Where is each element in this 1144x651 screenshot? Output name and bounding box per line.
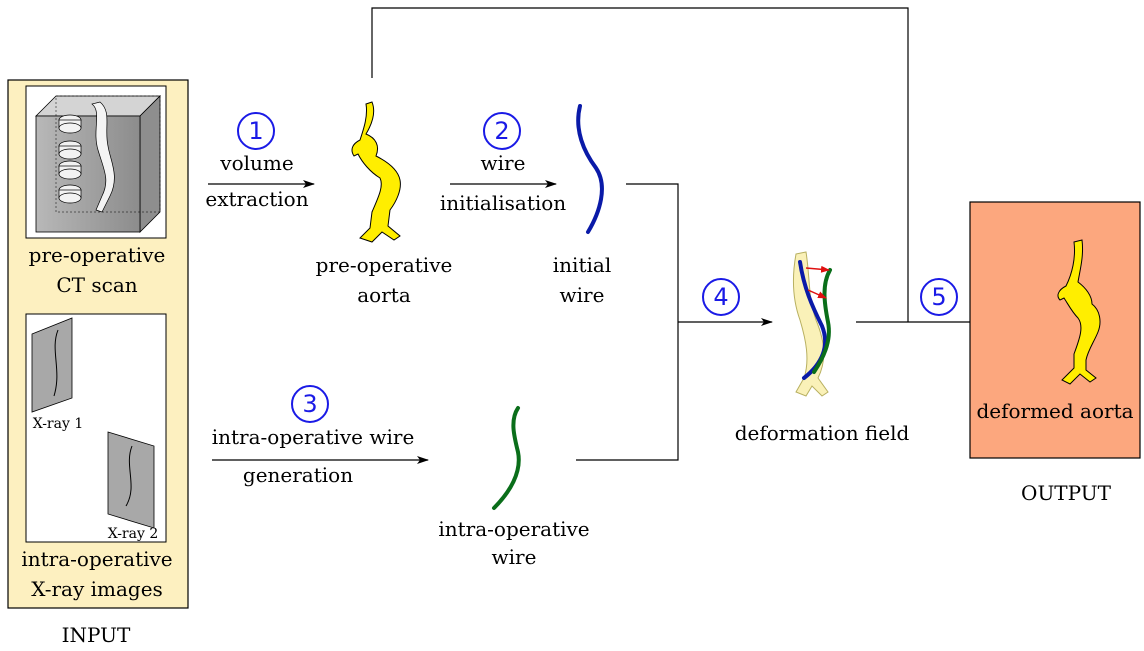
step1-line1: volume — [219, 151, 293, 175]
connectors — [208, 7, 1013, 464]
intraop-wire-label-1: intra-operative — [438, 517, 589, 541]
ct-label-line1: pre-operative — [29, 243, 166, 267]
ct-label-line2: CT scan — [56, 273, 137, 297]
input-panel: pre-operative CT scan X-ray 1 X-ray 2 in… — [7, 79, 189, 609]
intraop-wire-curve — [492, 406, 521, 510]
preop-aorta-label-2: aorta — [357, 283, 411, 307]
xray-2-label: X-ray 2 — [108, 526, 159, 542]
xray-1-image — [31, 317, 73, 413]
deformation-field-label: deformation field — [735, 421, 910, 445]
ct-volume-icon — [35, 95, 161, 233]
output-panel: deformed aorta — [969, 201, 1141, 459]
initial-wire-label-2: wire — [560, 283, 605, 307]
input-caption: INPUT — [62, 623, 131, 647]
step2-line2: initialisation — [440, 191, 566, 215]
step-2-badge: 2 — [483, 112, 521, 150]
output-label: deformed aorta — [976, 399, 1133, 423]
step-4-badge: 4 — [702, 278, 740, 316]
step-1-badge: 1 — [237, 112, 275, 150]
deformed-aorta-shape — [1057, 239, 1101, 385]
step-5-badge: 5 — [920, 278, 958, 316]
preop-aorta-label-1: pre-operative — [316, 253, 453, 277]
step3-line2: generation — [243, 463, 353, 487]
xray-2-image — [107, 431, 155, 529]
xray-1-label: X-ray 1 — [33, 416, 84, 432]
initial-wire-curve — [576, 104, 604, 234]
xray-label-line2: X-ray images — [31, 577, 163, 601]
xray-label-line1: intra-operative — [21, 547, 172, 571]
preop-aorta-shape — [351, 101, 401, 243]
deformation-field-figure — [792, 251, 832, 397]
step1-line2: extraction — [205, 187, 308, 211]
initial-wire-label-1: initial — [553, 253, 611, 277]
step-3-badge: 3 — [291, 385, 329, 423]
step2-line1: wire — [481, 151, 526, 175]
intraop-wire-label-2: wire — [492, 545, 537, 569]
step3-line1: intra-operative wire — [212, 425, 415, 449]
output-caption: OUTPUT — [1021, 481, 1112, 505]
